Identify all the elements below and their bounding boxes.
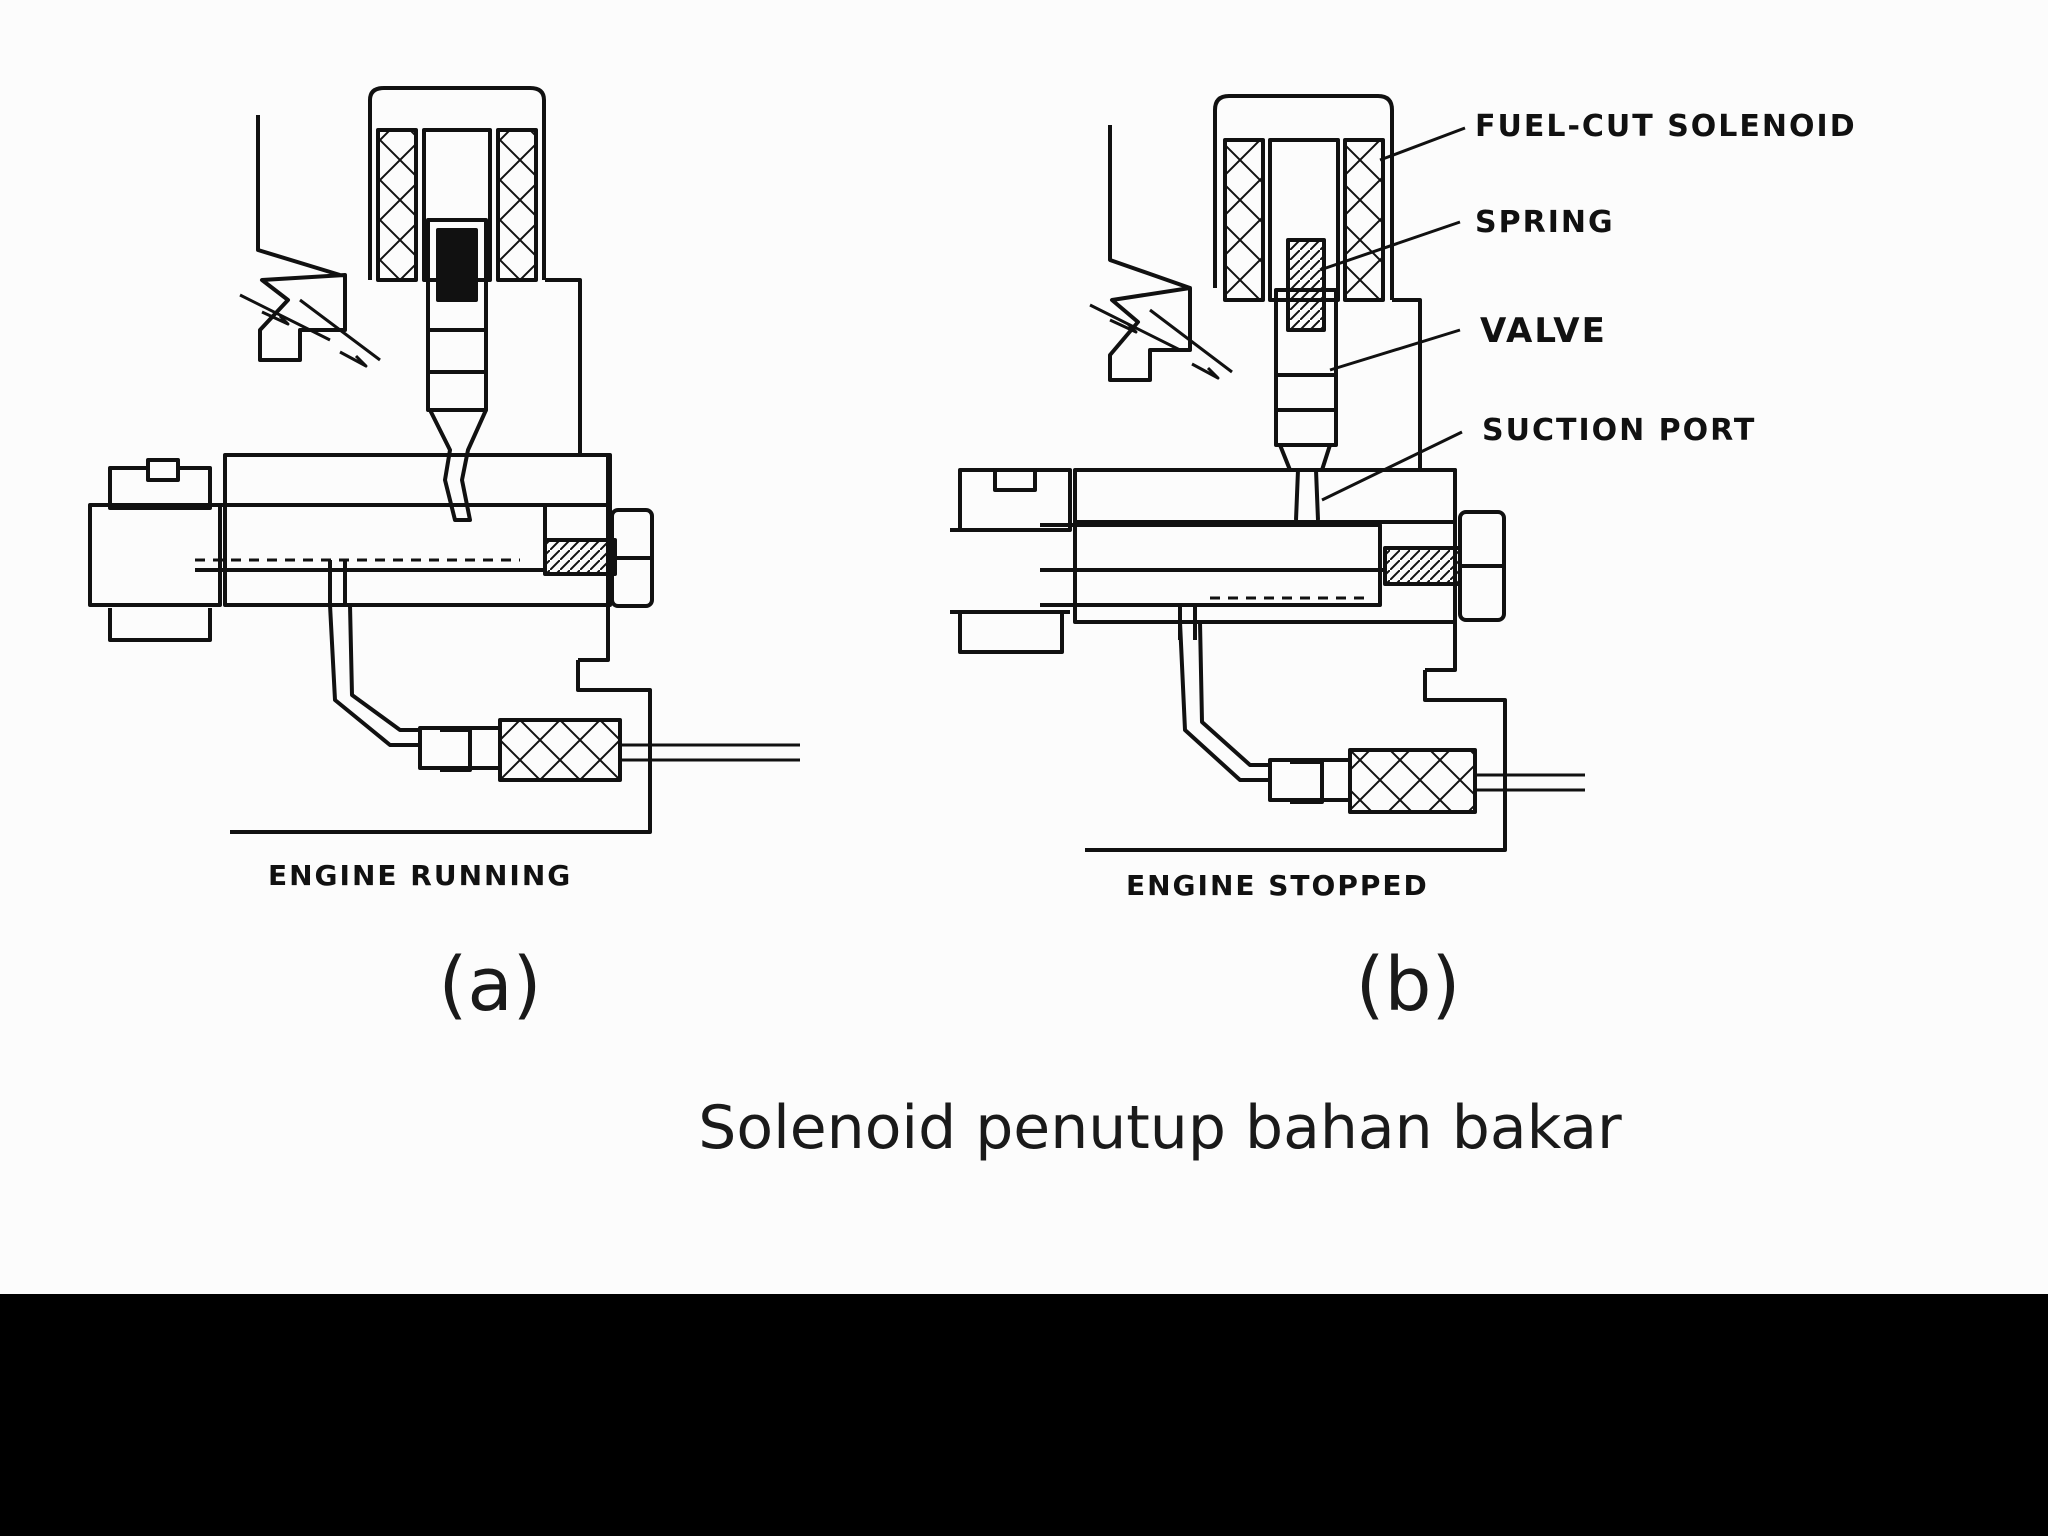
callout-fuel-cut-solenoid: FUEL-CUT SOLENOID xyxy=(1475,109,1857,144)
return-line-b xyxy=(1178,621,1270,782)
plunger xyxy=(426,218,488,412)
solenoid-cap xyxy=(368,86,546,280)
figure-caption: Solenoid penutup bahan bakar xyxy=(698,1093,1622,1163)
diagram-figure: ENGINE RUNNING ENGINE STOPPED FUEL-CUT S… xyxy=(0,0,2048,1294)
callout-suction-port: SUCTION PORT xyxy=(1482,413,1756,448)
callout-spring: SPRING xyxy=(1475,205,1615,240)
solenoid-coil-left xyxy=(376,128,418,282)
pump-body xyxy=(258,273,347,362)
solenoid-coil-left-b xyxy=(1223,138,1265,302)
adjust-screw xyxy=(543,538,617,576)
return-valve-body xyxy=(418,726,502,770)
return-spring xyxy=(498,718,622,782)
sublabel-b: (b) xyxy=(1356,942,1461,1028)
leader-valve xyxy=(1329,328,1461,372)
fuel-cut-solenoid-diagram: ENGINE RUNNING ENGINE STOPPED FUEL-CUT S… xyxy=(88,86,1857,1163)
housing-outline-b xyxy=(1108,125,1191,290)
label-engine-stopped: ENGINE STOPPED xyxy=(1126,869,1429,902)
cylinder-upper xyxy=(223,453,612,507)
valve-closed xyxy=(1278,444,1332,472)
cylinder-upper-b xyxy=(1073,468,1457,524)
adjust-screw-b xyxy=(1383,546,1462,586)
black-letterbox-bar xyxy=(0,1294,2048,1536)
fuel-inlet-passage xyxy=(239,293,381,362)
sublabel-a: (a) xyxy=(438,942,541,1028)
return-valve-body-b xyxy=(1268,758,1352,802)
label-engine-running: ENGINE RUNNING xyxy=(268,859,572,892)
panel-b xyxy=(950,94,1585,852)
housing-outline xyxy=(256,115,341,277)
return-line xyxy=(328,604,420,747)
solenoid-coil-right-b xyxy=(1343,138,1385,302)
return-spring-b xyxy=(1348,748,1477,814)
spring-b xyxy=(1286,238,1326,332)
panel-a xyxy=(88,86,800,834)
callout-valve: VALVE xyxy=(1480,311,1607,351)
fuel-inlet-passage-b xyxy=(1089,303,1233,374)
end-cap-left xyxy=(88,503,222,607)
leader-spring xyxy=(1319,220,1461,272)
solenoid-cap-b xyxy=(1213,94,1394,300)
solenoid-coil-right xyxy=(496,128,538,282)
plunger-dark xyxy=(436,228,478,302)
leader-suction-port xyxy=(1321,430,1463,502)
leader-fuel-cut-solenoid xyxy=(1379,126,1466,162)
